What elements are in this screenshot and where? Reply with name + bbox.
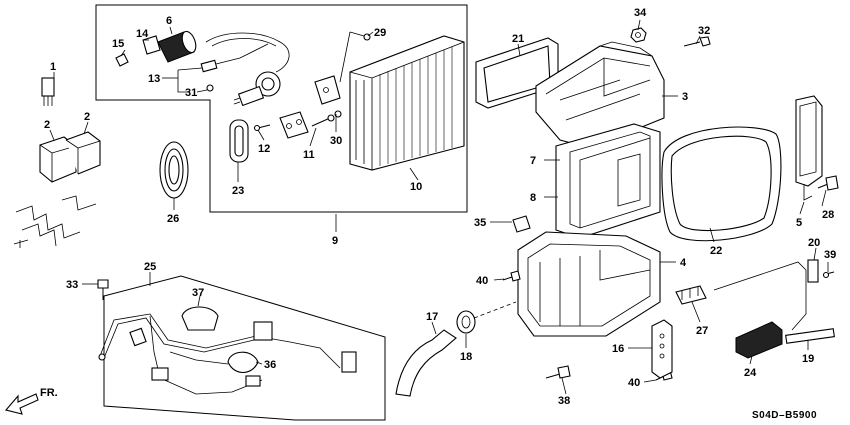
wire-harness-group-outline xyxy=(103,275,386,421)
lower-housing-7 xyxy=(555,123,661,239)
callout-24: 24 xyxy=(744,367,757,379)
callout-38: 38 xyxy=(558,395,570,407)
expansion-valve xyxy=(205,32,290,107)
callout-6: 6 xyxy=(166,15,172,27)
wire-harness-25 xyxy=(98,313,357,395)
callout-21: 21 xyxy=(512,33,524,45)
callout-32: 32 xyxy=(698,25,710,37)
callout-39: 39 xyxy=(824,249,836,261)
relay-connector-1 xyxy=(41,77,55,106)
evaporator-group-outline xyxy=(95,4,468,213)
callout-40a: 40 xyxy=(476,275,488,287)
callout-23: 23 xyxy=(232,185,244,197)
screw-39 xyxy=(822,271,835,279)
bolt-11 xyxy=(311,114,335,127)
nut-34 xyxy=(630,27,647,43)
callout-40b: 40 xyxy=(628,377,640,389)
bolt-33 xyxy=(97,279,109,300)
callout-10: 10 xyxy=(410,181,422,193)
evaporator-core-10 xyxy=(349,35,465,171)
callout-14: 14 xyxy=(136,28,149,40)
callout-9: 9 xyxy=(332,235,338,247)
screw-28 xyxy=(817,175,839,191)
seal-22 xyxy=(661,126,782,242)
callout-22: 22 xyxy=(710,245,722,257)
screw-38 xyxy=(545,365,571,379)
clip-35 xyxy=(512,215,531,233)
callout-17: 17 xyxy=(426,311,438,323)
callout-31: 31 xyxy=(185,87,197,99)
evaporator-flange xyxy=(314,75,341,105)
upper-case-3 xyxy=(535,41,665,149)
drain-grommet-18 xyxy=(456,310,476,334)
callout-36: 36 xyxy=(264,359,276,371)
gasket-23 xyxy=(229,119,249,163)
sensor-cap-6 xyxy=(157,30,197,63)
callout-8: 8 xyxy=(530,192,536,204)
clamp-36 xyxy=(227,351,259,374)
callout-19: 19 xyxy=(802,353,814,365)
callout-13: 13 xyxy=(148,73,160,85)
callout-labels: 1 2 2 3 4 5 6 7 8 9 10 11 12 13 14 15 16… xyxy=(44,7,836,407)
relay-2 xyxy=(39,131,101,183)
tape-19 xyxy=(785,328,835,344)
leader-lines xyxy=(49,19,829,395)
callout-28: 28 xyxy=(822,209,834,221)
callout-26: 26 xyxy=(167,213,179,225)
callout-3: 3 xyxy=(682,91,688,103)
bolt-12 xyxy=(253,124,271,132)
callout-33: 33 xyxy=(66,279,78,291)
screw-40-upper xyxy=(502,270,521,282)
callout-27: 27 xyxy=(696,325,708,337)
clip-14 xyxy=(142,35,161,55)
callout-11: 11 xyxy=(303,149,315,161)
callout-12: 12 xyxy=(258,143,270,155)
callout-2a: 2 xyxy=(44,119,50,131)
sensor-20 xyxy=(807,259,819,283)
thermo-sensor-13 xyxy=(200,43,269,92)
drain-leader-dashed xyxy=(473,301,517,319)
screw-32 xyxy=(683,36,711,47)
callout-16: 16 xyxy=(612,343,624,355)
o-ring-30 xyxy=(334,110,342,118)
grommet-26 xyxy=(159,141,189,199)
callout-20: 20 xyxy=(808,237,820,249)
front-label: FR. xyxy=(40,387,58,399)
callout-4: 4 xyxy=(680,257,687,269)
callout-37: 37 xyxy=(192,287,204,299)
pipe-flange xyxy=(279,111,309,139)
thermistor-wire xyxy=(713,261,807,331)
lower-case-4 xyxy=(517,231,661,337)
clip-15 xyxy=(115,53,129,67)
callout-7: 7 xyxy=(530,155,536,167)
callout-34: 34 xyxy=(634,7,647,19)
callout-5: 5 xyxy=(796,217,802,229)
callout-35: 35 xyxy=(474,217,486,229)
bracket-16 xyxy=(651,319,673,379)
callout-1: 1 xyxy=(50,61,56,73)
relay-bracket xyxy=(13,195,97,248)
front-arrow-icon xyxy=(5,393,39,415)
callout-25: 25 xyxy=(144,261,156,273)
diagram-code: S04D–B5900 xyxy=(752,410,817,421)
connector-24 xyxy=(735,321,783,359)
front-direction-indicator: FR. xyxy=(5,387,58,415)
callout-2b: 2 xyxy=(84,111,90,123)
callout-30: 30 xyxy=(330,135,342,147)
clamp-37 xyxy=(181,306,219,331)
callout-29: 29 xyxy=(374,27,386,39)
drain-hose-17 xyxy=(395,329,457,397)
bracket-5 xyxy=(795,95,823,201)
callout-18: 18 xyxy=(460,351,472,363)
callout-15: 15 xyxy=(112,38,124,50)
clip-27 xyxy=(675,285,707,305)
